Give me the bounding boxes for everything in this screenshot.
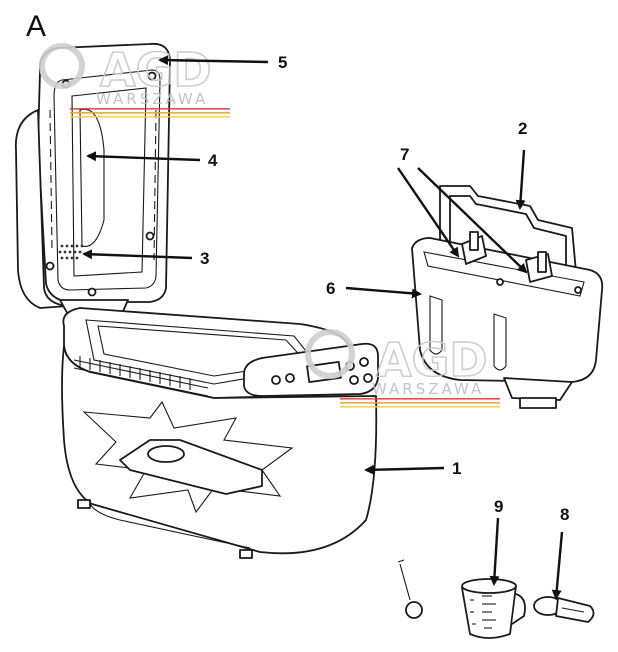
svg-text:AGD: AGD [100, 43, 212, 97]
panel-label: A [26, 10, 46, 43]
pan-removal-hook [397, 559, 423, 619]
callout-7: 7 [400, 145, 409, 164]
callout-1: 1 [452, 459, 461, 478]
callout-8: 8 [560, 505, 569, 524]
callout-3: 3 [200, 249, 209, 268]
arrow-5 [158, 55, 269, 66]
viewing-window [79, 108, 105, 248]
measuring-spoon [533, 596, 595, 623]
arrow-3 [82, 249, 193, 260]
kneading-blades [461, 231, 553, 283]
arrow-9 [489, 517, 500, 586]
agd-warszawa-watermark-middle: AGD WARSZAWA [305, 329, 500, 408]
svg-text:WARSZAWA: WARSZAWA [372, 380, 484, 398]
baking-pan [411, 185, 604, 409]
callout-5: 5 [278, 53, 287, 72]
callout-6: 6 [326, 279, 335, 298]
arrow-2 [515, 149, 526, 210]
steam-vent [58, 244, 84, 260]
svg-text:WARSZAWA: WARSZAWA [96, 90, 208, 108]
callout-4: 4 [208, 151, 218, 170]
measuring-cup [461, 578, 526, 639]
arrow-8 [551, 531, 564, 600]
arrow-7b [417, 167, 528, 274]
callout-2: 2 [518, 119, 527, 138]
agd-warszawa-watermark-top: AGD WARSZAWA [39, 42, 230, 118]
callout-9: 9 [494, 497, 503, 516]
arrow-7a [397, 167, 460, 258]
arrow-1 [364, 464, 445, 475]
arrow-4 [86, 151, 201, 162]
svg-text:AGD: AGD [376, 333, 488, 387]
arrow-6 [345, 286, 422, 299]
bread-maker-body [61, 307, 379, 559]
